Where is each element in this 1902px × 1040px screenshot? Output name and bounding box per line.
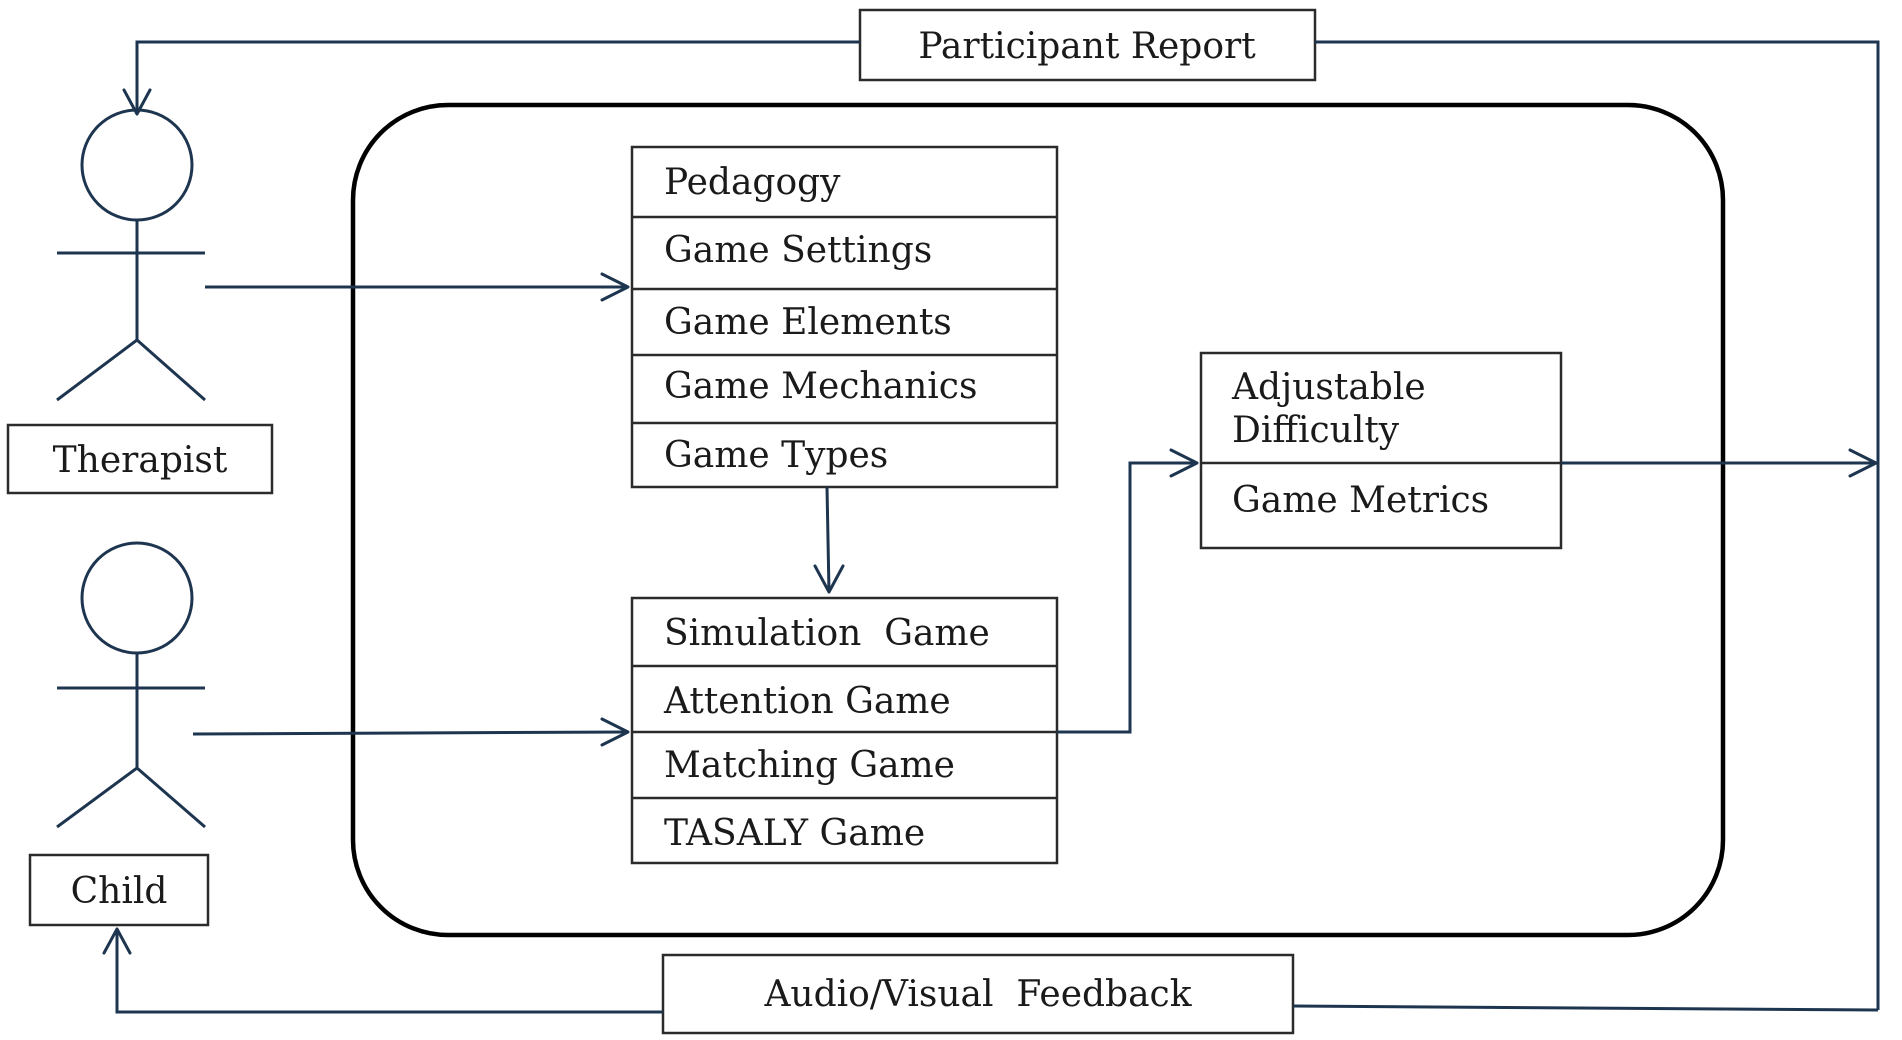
therapist-label: Therapist <box>53 440 228 481</box>
child-head <box>80 541 194 655</box>
game-item-matching: Matching Game <box>664 745 955 786</box>
design-item-game-settings: Game Settings <box>664 230 932 271</box>
participant-report-box: Participant Report <box>858 8 1317 82</box>
therapist-head <box>80 108 194 222</box>
child-label: Child <box>71 871 168 912</box>
therapist-to-design-arrow <box>205 272 630 302</box>
game-item-tasaly: TASALY Game <box>664 813 925 854</box>
child-right-leg <box>136 766 206 829</box>
participant-report-flow <box>122 40 1880 1010</box>
therapist-label-box: Therapist <box>6 423 274 495</box>
therapist-left-leg <box>56 338 138 402</box>
audio-visual-feedback-label: Audio/Visual Feedback <box>763 974 1192 1015</box>
design-item-game-elements: Game Elements <box>664 302 952 343</box>
audio-visual-feedback-box: Audio/Visual Feedback <box>661 953 1295 1035</box>
metrics-item-adjustable-line2: Difficulty <box>1232 410 1400 451</box>
metrics-item-adjustable-line1: Adjustable <box>1231 367 1426 408</box>
therapist-right-leg <box>136 338 206 402</box>
design-item-game-mechanics: Game Mechanics <box>664 366 977 407</box>
game-item-simulation: Simulation Game <box>664 613 990 654</box>
child-to-games-arrow <box>192 717 630 747</box>
design-to-games-arrow <box>813 486 845 594</box>
design-item-game-types: Game Types <box>664 435 888 476</box>
system-boundary-frame <box>350 102 1726 938</box>
participant-report-label: Participant Report <box>918 26 1256 67</box>
metrics-item-game-metrics: Game Metrics <box>1232 480 1489 521</box>
metrics-to-right-rail-arrow <box>1561 448 1878 478</box>
child-label-box: Child <box>28 853 210 927</box>
game-item-attention: Attention Game <box>663 681 951 722</box>
games-box: Simulation Game Attention Game Matching … <box>630 596 1059 865</box>
therapist-actor <box>56 108 206 402</box>
games-to-metrics-arrow <box>1057 448 1199 734</box>
game-design-box: Pedagogy Game Settings Game Elements Gam… <box>630 145 1059 489</box>
design-item-pedagogy: Pedagogy <box>664 162 841 203</box>
audio-visual-feedback-flow <box>102 927 1879 1014</box>
metrics-box: Adjustable Difficulty Game Metrics <box>1199 351 1563 550</box>
child-actor <box>56 541 206 829</box>
child-left-leg <box>56 766 138 829</box>
